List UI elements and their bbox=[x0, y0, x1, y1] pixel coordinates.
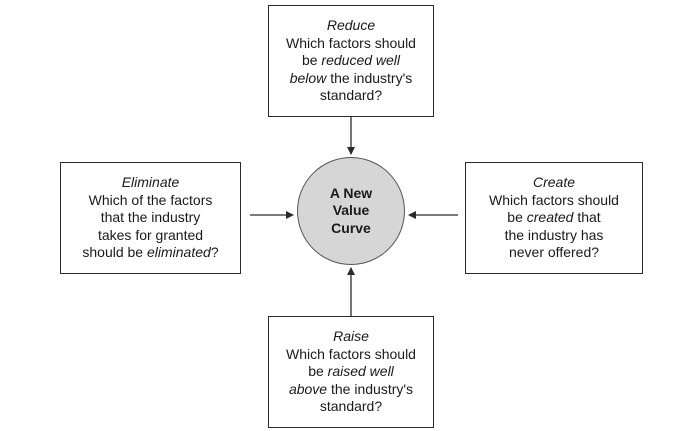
raise-line-2: be raised well bbox=[308, 363, 394, 380]
reduce-title: Reduce bbox=[326, 17, 376, 34]
reduce-box: Reduce Which factors should be reduced w… bbox=[268, 5, 434, 117]
raise-line-1: Which factors should bbox=[286, 345, 416, 362]
eliminate-title: Eliminate bbox=[121, 174, 180, 191]
create-line-1: Which factors should bbox=[489, 191, 619, 208]
raise-title: Raise bbox=[333, 328, 369, 345]
eliminate-line-1: Which of the factors bbox=[88, 191, 213, 208]
reduce-line-4: standard? bbox=[319, 87, 383, 104]
value-curve-circle: A New Value Curve bbox=[297, 157, 405, 265]
raise-line-3: above the industry's bbox=[288, 380, 414, 397]
create-line-4: never offered? bbox=[508, 244, 600, 261]
create-title: Create bbox=[532, 174, 576, 191]
center-line-1: A New bbox=[329, 184, 373, 201]
create-line-3: the industry has bbox=[504, 226, 604, 243]
eliminate-line-3: takes for granted bbox=[97, 226, 204, 243]
reduce-line-2: be reduced well bbox=[301, 52, 401, 69]
reduce-line-3: below the industry's bbox=[289, 69, 413, 86]
reduce-line-1: Which factors should bbox=[286, 34, 416, 51]
raise-box: Raise Which factors should be raised wel… bbox=[268, 316, 434, 428]
create-line-2: be created that bbox=[507, 209, 601, 226]
eliminate-line-4: should be eliminated? bbox=[82, 244, 219, 261]
eliminate-box: Eliminate Which of the factors that the … bbox=[60, 162, 241, 274]
raise-line-4: standard? bbox=[319, 398, 383, 415]
create-box: Create Which factors should be created t… bbox=[465, 162, 643, 274]
eliminate-line-2: that the industry bbox=[100, 209, 201, 226]
center-line-2: Value bbox=[332, 202, 370, 219]
center-line-3: Curve bbox=[331, 219, 371, 236]
